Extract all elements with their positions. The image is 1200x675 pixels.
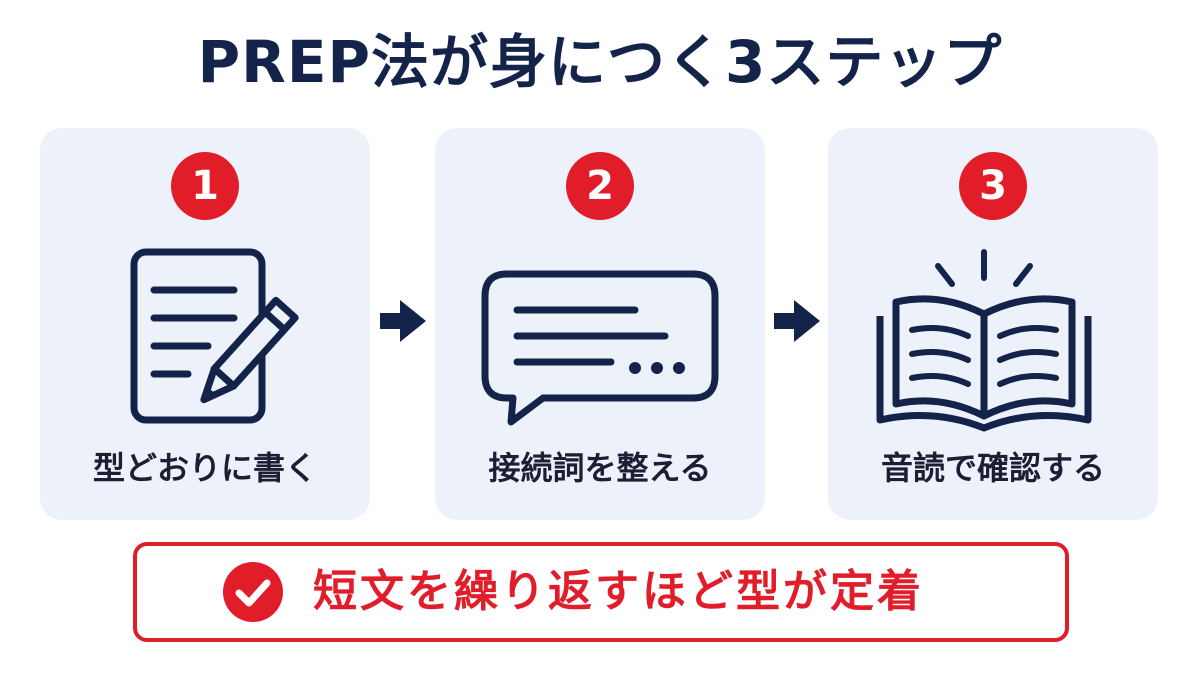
check-circle-icon	[223, 562, 283, 622]
step-label: 型どおりに書く	[92, 449, 317, 487]
arrow-right-icon	[774, 300, 820, 342]
step-number-badge: 2	[566, 152, 634, 220]
step-label: 音読で確認する	[880, 449, 1105, 487]
step-card-1: 1 型どおりに書く	[40, 128, 370, 520]
summary-text: 短文を繰り返すほど型が定着	[313, 566, 924, 617]
step-number-badge: 3	[959, 152, 1027, 220]
step-card-3: 3 音読で確認する	[828, 128, 1158, 520]
step-label: 接続詞を整える	[488, 449, 712, 487]
arrow-right-icon	[380, 300, 426, 342]
page-title: PREP法が身につく3ステップ	[197, 28, 1003, 96]
document-pencil-icon	[130, 248, 299, 424]
open-book-icon	[876, 249, 1092, 432]
step-number-badge: 1	[171, 152, 239, 220]
summary-banner: 短文を繰り返すほど型が定着	[133, 542, 1069, 642]
speech-bubble-icon	[481, 270, 719, 426]
step-card-2: 2 接続詞を整える	[435, 128, 765, 520]
